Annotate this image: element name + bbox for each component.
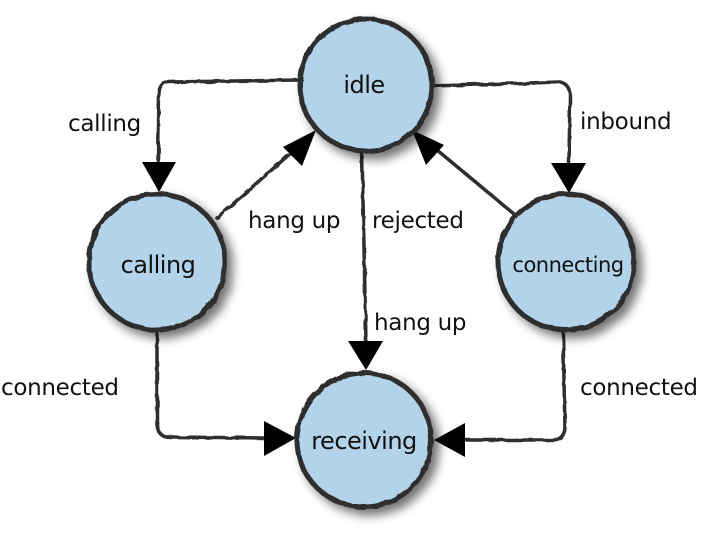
arrowhead-into-idle-right [412,130,444,165]
state-label-calling: calling [121,251,196,279]
state-label-receiving: receiving [311,427,417,455]
edge-calling-to-idle [215,150,294,220]
arrowhead-into-idle-left [283,130,316,166]
edge-label-idle-to-receiving: hang up [374,310,466,336]
arrowhead-into-receiving-left [264,421,296,456]
edge-idle-to-calling [156,78,300,164]
edge-label-idle-to-calling: calling [68,111,141,137]
arrowhead-into-receiving-top [348,341,383,370]
edge-label-idle-to-connecting: inbound [580,109,671,135]
state-label-idle: idle [343,71,384,99]
state-idle[interactable] [297,16,435,154]
arrowhead-into-connecting [551,163,586,193]
arrowheads [142,130,586,457]
edge-label-connecting-to-idle: rejected [372,208,464,234]
arrowhead-into-receiving-right [434,423,465,457]
edge-idle-to-receiving [360,150,368,344]
edge-idle-to-connecting [430,80,572,165]
state-connecting[interactable] [495,191,637,333]
edges [155,78,572,442]
edge-calling-to-receiving [155,331,268,440]
edge-connecting-to-receiving [460,331,567,442]
state-label-connecting: connecting [512,253,623,277]
state-receiving[interactable] [294,370,434,510]
edge-label-calling-to-idle: hang up [248,208,340,234]
edge-label-calling-to-receiving: connected [1,375,119,401]
edge-label-connecting-to-receiving: connected [580,375,698,401]
arrowhead-into-calling [142,162,176,192]
edge-connecting-to-idle [435,148,516,216]
state-calling[interactable] [86,191,228,333]
